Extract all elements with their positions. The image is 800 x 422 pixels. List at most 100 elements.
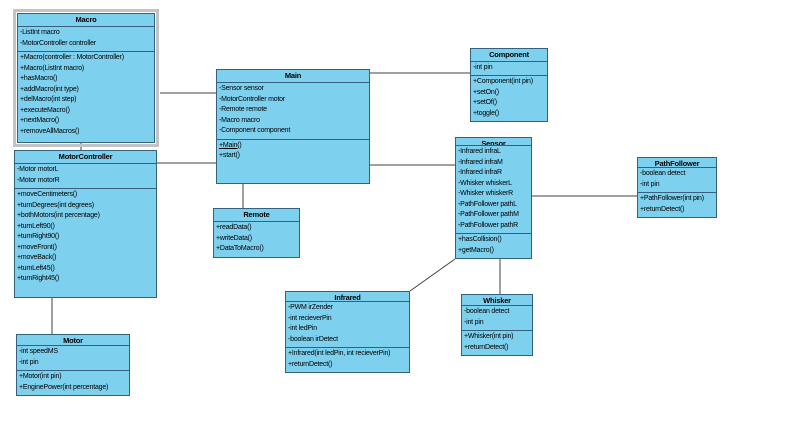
class-methods-section: +Motor(int pin)+EnginePower(int percenta… bbox=[17, 371, 129, 395]
field: -int recieverPin bbox=[288, 314, 332, 322]
field: -Infrared infraL bbox=[458, 148, 501, 155]
method: +moveFront() bbox=[17, 243, 57, 251]
method: +getMacro() bbox=[458, 246, 494, 254]
method: +hasMacro() bbox=[20, 75, 58, 82]
class-title: Motor bbox=[17, 335, 129, 346]
method: +delMacro(int step) bbox=[20, 96, 77, 103]
method: +turnLeft90() bbox=[17, 222, 55, 230]
class-box-macro[interactable]: Macro -ListInt macro -MotorController cont… bbox=[13, 9, 159, 147]
class-box-motor[interactable]: Motor -int speedMS -int pin +Motor(int pin)… bbox=[16, 334, 130, 396]
class-box-pathfollower[interactable]: PathFollower -boolean detect -int pin +Path… bbox=[637, 157, 717, 218]
field: -boolean irDetect bbox=[288, 335, 338, 343]
method: +moveBack() bbox=[17, 254, 57, 261]
method: +returnDetect() bbox=[464, 343, 509, 351]
method: +Macro(controller : MotorController) bbox=[20, 54, 124, 61]
class-methods-section: +moveCentimeters() +turnDegrees(int degre… bbox=[15, 189, 156, 297]
field: -MotorController controller bbox=[20, 39, 96, 47]
class-methods-section: +Main()+start() bbox=[217, 140, 369, 184]
field: -Whisker whiskerL bbox=[458, 179, 512, 187]
class-fields-section: -Motor motorL -Motor motorR bbox=[15, 164, 156, 189]
field: -int pin bbox=[640, 180, 660, 188]
method: +setOf() bbox=[473, 99, 497, 106]
class-fields-section: -ListInt macro -MotorController controlle… bbox=[18, 27, 154, 52]
field: -PathFollower pathR bbox=[458, 221, 519, 229]
field: -Sensor sensor bbox=[219, 85, 264, 92]
connection-sensor-infrared[interactable] bbox=[409, 258, 456, 292]
class-title: Whisker bbox=[462, 295, 532, 306]
class-title: Component bbox=[471, 49, 547, 62]
class-box-motorcontroller[interactable]: MotorController-Motor motorL-Motor motor… bbox=[14, 150, 157, 298]
method: +Component(int pin) bbox=[473, 78, 533, 85]
method: +turnDegrees(int degrees) bbox=[17, 201, 94, 209]
class-title: Remote bbox=[214, 209, 299, 222]
method: +turnRight90() bbox=[17, 233, 60, 240]
method: +Whisker(int pin) bbox=[464, 333, 514, 340]
field: -Remote remote bbox=[219, 106, 267, 113]
field: -ListInt macro bbox=[20, 29, 60, 36]
field: -Infrared infraM bbox=[458, 158, 503, 166]
class-title: Infrared bbox=[286, 292, 409, 302]
method: +PathFollower(int pin) bbox=[640, 195, 704, 202]
method: +nextMacro() bbox=[20, 117, 60, 124]
class-title: Main bbox=[217, 70, 369, 83]
field: -Motor motorL bbox=[17, 166, 59, 173]
method: +addMacro(int type) bbox=[20, 85, 79, 93]
class-box-sensor[interactable]: Sensor-Infrared infraL-Infrared infraM-I… bbox=[455, 137, 532, 259]
field: -int pin bbox=[19, 358, 39, 366]
class-box-remote[interactable]: Remote +readData() +writeData() +DataToMacr… bbox=[213, 208, 300, 258]
class-methods-section: +readData() +writeData() +DataToMacro() bbox=[214, 222, 299, 257]
class-box-main[interactable]: Main -Sensor sensor -MotorController motor… bbox=[216, 69, 370, 184]
class-fields-section: -boolean detect -int pin bbox=[638, 168, 716, 193]
class-methods-section: +Infrared(int ledPin, int recieverPin) +r… bbox=[286, 348, 409, 372]
field: -int ledPin bbox=[288, 325, 317, 332]
class-fields-section: -Infrared infraL -Infrared infraM -Infrare… bbox=[456, 146, 531, 234]
class-title: PathFollower bbox=[638, 158, 716, 168]
field: -boolean detect bbox=[640, 170, 686, 177]
class-methods-section: +hasCollision() +getMacro() bbox=[456, 234, 531, 258]
method: +Macro(ListInt macro) bbox=[20, 64, 85, 72]
class-methods-section: +Whisker(int pin) +returnDetect() bbox=[462, 331, 532, 355]
method: +returnDetect() bbox=[288, 360, 333, 368]
field: -PathFollower pathL bbox=[458, 200, 517, 208]
method: +DataToMacro() bbox=[216, 245, 264, 252]
method: +Infrared(int ledPin, int recieverPin) bbox=[288, 350, 391, 357]
field: -Component component bbox=[219, 127, 291, 134]
class-box-infrared[interactable]: Infrared -PWM irZender -int recieverPin -in… bbox=[285, 291, 410, 373]
method: +turnRight45() bbox=[17, 275, 60, 282]
class-title: Sensor bbox=[456, 138, 531, 146]
method: +bothMotors(int percentage) bbox=[17, 212, 100, 219]
class-box-whisker[interactable]: Whisker-boolean detect-int pin+Whisker(i… bbox=[461, 294, 533, 356]
method: +writeData() bbox=[216, 234, 252, 242]
field: -int speedMS bbox=[19, 348, 58, 355]
class-methods-section: +Component(int pin)+setOn()+setOf()+togg… bbox=[471, 76, 547, 121]
method: +EnginePower(int percentage) bbox=[19, 383, 109, 391]
field: -PWM irZender bbox=[288, 304, 333, 311]
field: -Macro macro bbox=[219, 116, 260, 124]
class-fields-section: -PWM irZender -int recieverPin -int ledPin… bbox=[286, 302, 409, 348]
class-box-component[interactable]: Component-int pin+Component(int pin)+set… bbox=[470, 48, 548, 122]
class-fields-section: -Sensor sensor -MotorController motor -Rem… bbox=[217, 83, 369, 140]
field: -Motor motorR bbox=[17, 176, 60, 184]
class-fields-section: -int speedMS -int pin bbox=[17, 346, 129, 371]
method: +returnDetect() bbox=[640, 205, 685, 213]
class-title: MotorController bbox=[15, 151, 156, 164]
method: +readData() bbox=[216, 224, 252, 231]
method: +moveCentimeters() bbox=[17, 191, 78, 198]
method: +turnLeft45() bbox=[17, 264, 55, 272]
class-title: Macro bbox=[18, 14, 154, 27]
class-fields-section: -boolean detect-int pin bbox=[462, 306, 532, 331]
method: +Main() bbox=[219, 141, 242, 149]
field: -int pin bbox=[464, 318, 484, 326]
method: +removeAllMacros() bbox=[20, 127, 80, 135]
field: -Whisker whiskerR bbox=[458, 190, 513, 197]
field: -MotorController motor bbox=[219, 95, 286, 103]
field: -Infrared infraR bbox=[458, 169, 502, 176]
field: -PathFollower pathM bbox=[458, 211, 519, 218]
method: +toggle() bbox=[473, 109, 500, 117]
method: +hasCollision() bbox=[458, 236, 502, 243]
method: +executeMacro() bbox=[20, 106, 70, 114]
class-methods-section: +PathFollower(int pin) +returnDetect() bbox=[638, 193, 716, 217]
class-fields-section: -int pin bbox=[471, 62, 547, 76]
